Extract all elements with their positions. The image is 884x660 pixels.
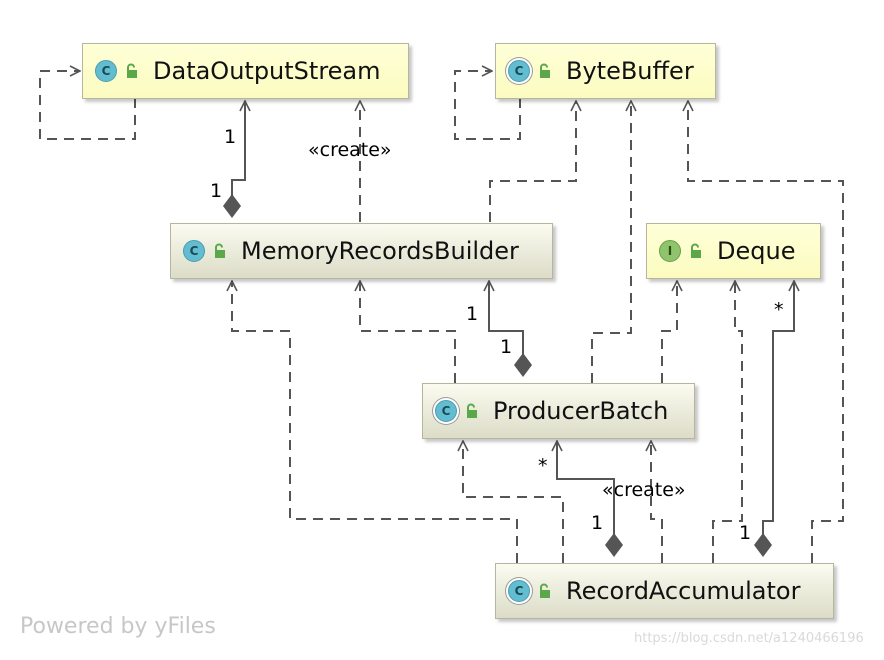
- class-node-memory-records-builder[interactable]: C MemoryRecordsBuilder: [170, 223, 553, 279]
- multiplicity-label: 1: [500, 336, 513, 358]
- composition-edge-ra-deque: [762, 281, 794, 535]
- stereotype-label: «create»: [308, 139, 392, 161]
- public-visibility-icon: [540, 583, 550, 598]
- dependency-edge-ra-pb: [463, 441, 564, 563]
- abstract-class-icon: C: [508, 60, 530, 82]
- dependency-edge-mrb-bb: [489, 101, 576, 222]
- interface-icon: I: [659, 240, 681, 262]
- dependency-edge-ra-bb: [688, 101, 844, 563]
- multiplicity-label: 1: [224, 126, 237, 148]
- class-icon: C: [95, 60, 117, 82]
- public-visibility-icon: [691, 243, 701, 258]
- composition-diamond-ra-pb: [605, 533, 623, 557]
- composition-diamond-ra-deque: [754, 533, 772, 557]
- multiplicity-label: *: [774, 299, 784, 321]
- public-visibility-icon: [215, 243, 225, 258]
- dependency-edge-ra-mrb: [232, 281, 518, 563]
- yfiles-watermark: Powered by yFiles: [20, 614, 216, 639]
- composition-diamond-pb: [514, 353, 532, 377]
- create-edge-ra-pb: [651, 441, 663, 563]
- multiplicity-label: 1: [466, 303, 479, 325]
- class-node-byte-buffer[interactable]: C ByteBuffer: [495, 43, 716, 99]
- class-name: RecordAccumulator: [566, 577, 801, 605]
- class-name: ProducerBatch: [493, 397, 669, 425]
- dependency-edge-pb-deque: [661, 281, 677, 383]
- public-visibility-icon: [467, 403, 477, 418]
- stereotype-label: «create»: [602, 479, 686, 501]
- multiplicity-label: 1: [739, 522, 752, 544]
- public-visibility-icon: [127, 63, 137, 78]
- class-name: ByteBuffer: [566, 57, 694, 85]
- final-class-icon: C: [508, 580, 530, 602]
- composition-diamond-mrb: [223, 194, 241, 218]
- final-class-icon: C: [435, 400, 457, 422]
- class-node-record-accumulator[interactable]: C RecordAccumulator: [495, 563, 834, 619]
- dependency-edge-bb-self: [454, 71, 521, 140]
- multiplicity-label: 1: [591, 512, 604, 534]
- composition-edge-ra-pb: [557, 441, 615, 535]
- dependency-edge-pb-bb: [591, 101, 631, 383]
- dependency-edge-ra-deque: [712, 281, 743, 563]
- public-visibility-icon: [540, 63, 550, 78]
- class-name: MemoryRecordsBuilder: [241, 237, 519, 265]
- multiplicity-label: *: [538, 455, 548, 477]
- interface-node-deque[interactable]: I Deque: [646, 223, 821, 279]
- class-node-producer-batch[interactable]: C ProducerBatch: [422, 383, 695, 439]
- dependency-edge-pb-mrb: [360, 281, 456, 383]
- source-url-watermark: https://blog.csdn.net/a1240466196: [634, 631, 864, 646]
- class-node-data-output-stream[interactable]: C DataOutputStream: [82, 43, 409, 99]
- class-name: DataOutputStream: [153, 57, 381, 85]
- interface-name: Deque: [717, 237, 796, 265]
- class-icon: C: [183, 240, 205, 262]
- multiplicity-label: 1: [210, 180, 223, 202]
- composition-edge-mrb-dos: [231, 101, 245, 196]
- composition-edge-pb-mrb: [489, 281, 524, 356]
- dependency-edge-dos-self: [39, 71, 136, 140]
